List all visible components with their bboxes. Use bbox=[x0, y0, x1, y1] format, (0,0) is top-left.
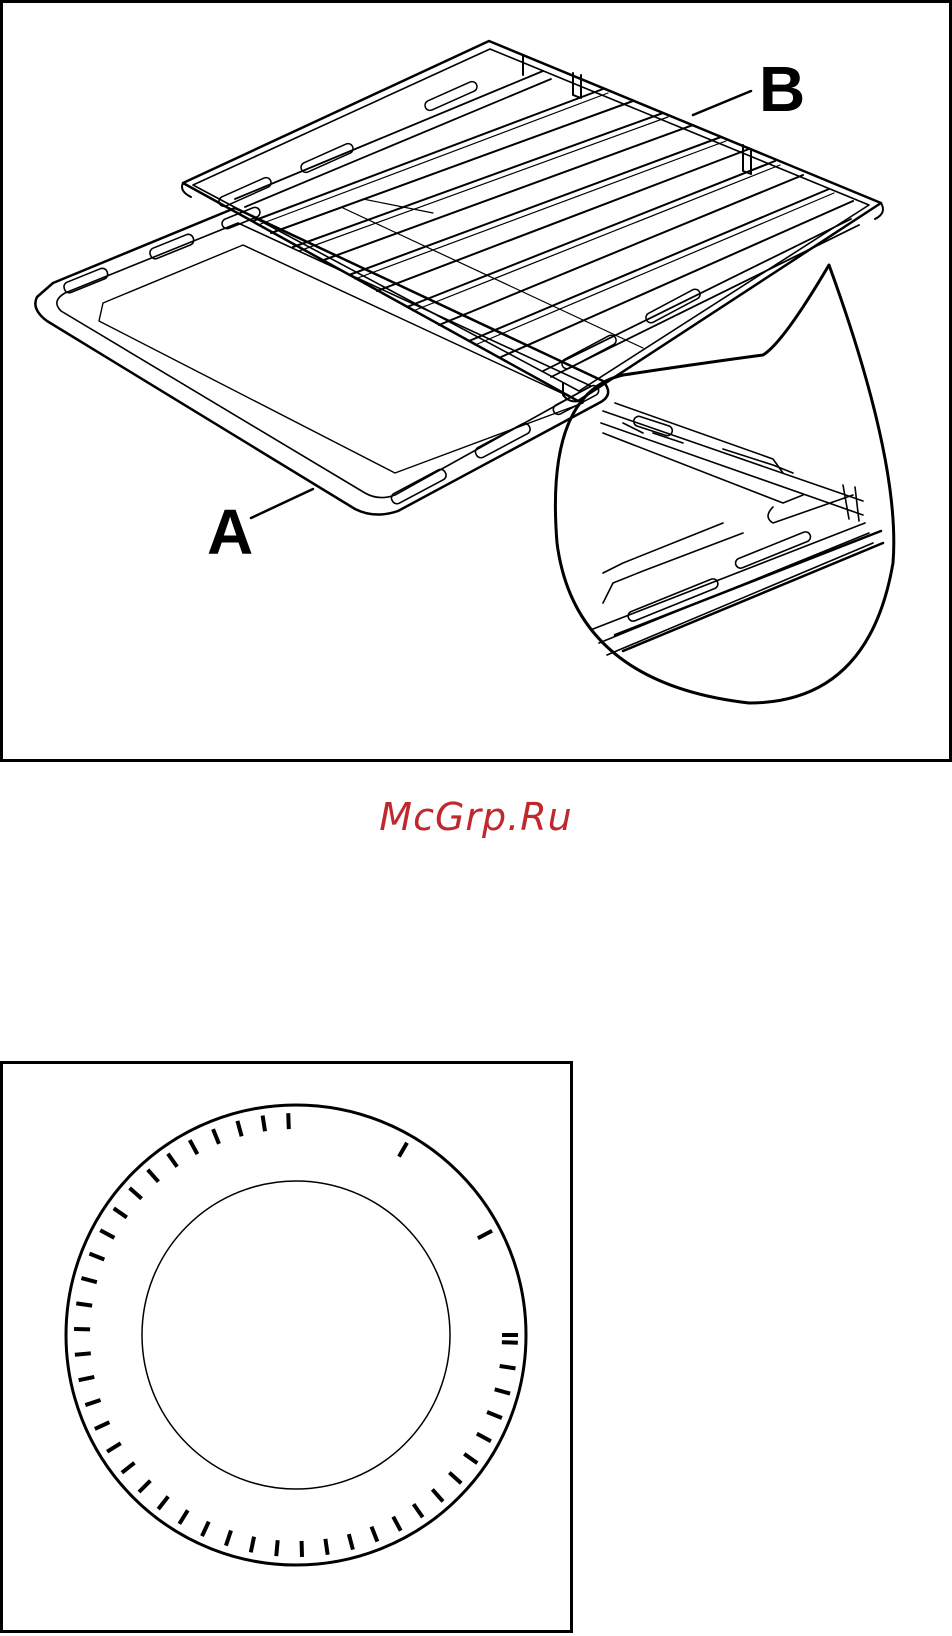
dial-tick bbox=[79, 1377, 95, 1380]
dial-tick bbox=[179, 1510, 187, 1524]
dial-tick bbox=[477, 1434, 491, 1442]
dial-tick bbox=[487, 1412, 502, 1418]
dial-tick bbox=[202, 1522, 209, 1536]
dial-tick bbox=[100, 1230, 114, 1238]
dial-tick bbox=[502, 1342, 518, 1343]
dial-tick bbox=[325, 1539, 327, 1555]
dial-tick bbox=[158, 1497, 168, 1510]
dial-tick bbox=[349, 1534, 353, 1549]
dial-tick bbox=[276, 1540, 277, 1556]
tray-rack-illustration bbox=[3, 3, 952, 765]
control-dial-illustration bbox=[3, 1064, 576, 1636]
baking-tray bbox=[35, 199, 643, 515]
dial-tick bbox=[81, 1278, 96, 1282]
dial-tick bbox=[190, 1140, 198, 1154]
dial-tick bbox=[226, 1530, 231, 1545]
dial-tick bbox=[500, 1366, 516, 1368]
dial-tick bbox=[263, 1116, 265, 1132]
dial-tick-marks bbox=[74, 1113, 518, 1557]
dial-outer-ring bbox=[66, 1105, 526, 1565]
dial-tick bbox=[371, 1527, 377, 1542]
dial-tick bbox=[399, 1143, 407, 1157]
dial-tick bbox=[464, 1454, 477, 1463]
dial-tick bbox=[449, 1473, 461, 1484]
dial-tick bbox=[76, 1303, 92, 1305]
dial-tick bbox=[107, 1443, 121, 1451]
leader-line-b bbox=[693, 91, 751, 115]
dial-tick bbox=[85, 1400, 100, 1405]
dial-tick bbox=[478, 1231, 492, 1239]
dial-tick bbox=[432, 1489, 443, 1501]
dial-tick bbox=[168, 1154, 177, 1167]
figure-control-dial bbox=[0, 1061, 573, 1633]
figure-tray-and-rack: A B bbox=[0, 0, 952, 762]
callout-label-b: B bbox=[759, 57, 805, 121]
dial-tick bbox=[122, 1463, 135, 1473]
dial-tick bbox=[114, 1208, 127, 1217]
dial-tick bbox=[89, 1254, 104, 1260]
dial-tick bbox=[213, 1129, 219, 1144]
dial-tick bbox=[251, 1537, 254, 1553]
watermark-text: McGrp.Ru bbox=[0, 795, 952, 839]
dial-tick bbox=[393, 1517, 401, 1531]
dial-tick bbox=[139, 1481, 150, 1492]
dial-tick bbox=[414, 1504, 423, 1517]
dial-inner-knob bbox=[142, 1181, 450, 1489]
dial-tick bbox=[495, 1389, 510, 1393]
dial-tick bbox=[148, 1170, 159, 1182]
dial-tick bbox=[288, 1113, 289, 1129]
dial-tick bbox=[130, 1188, 142, 1199]
callout-label-a: A bbox=[207, 500, 253, 564]
dial-tick bbox=[75, 1353, 91, 1354]
leader-line-a bbox=[251, 489, 313, 518]
dial-tick bbox=[237, 1121, 241, 1136]
dial-tick bbox=[95, 1422, 109, 1429]
